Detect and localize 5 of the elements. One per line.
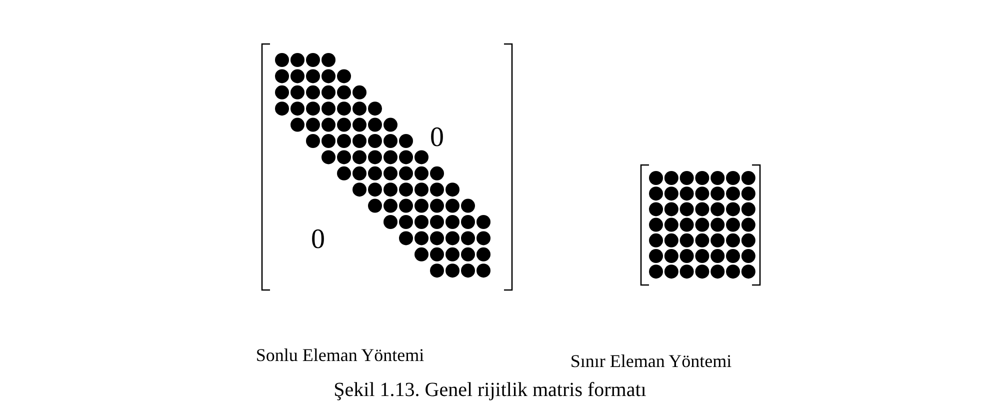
matrix-label: Sonlu Eleman Yöntemi xyxy=(256,346,424,364)
figure-caption: Şekil 1.13. Genel rijitlik matris formatı xyxy=(334,378,646,402)
matrix-zero: 0 xyxy=(311,226,325,254)
matrix-zero: 0 xyxy=(430,124,444,152)
matrix-label: Sınır Eleman Yöntemi xyxy=(570,352,732,370)
